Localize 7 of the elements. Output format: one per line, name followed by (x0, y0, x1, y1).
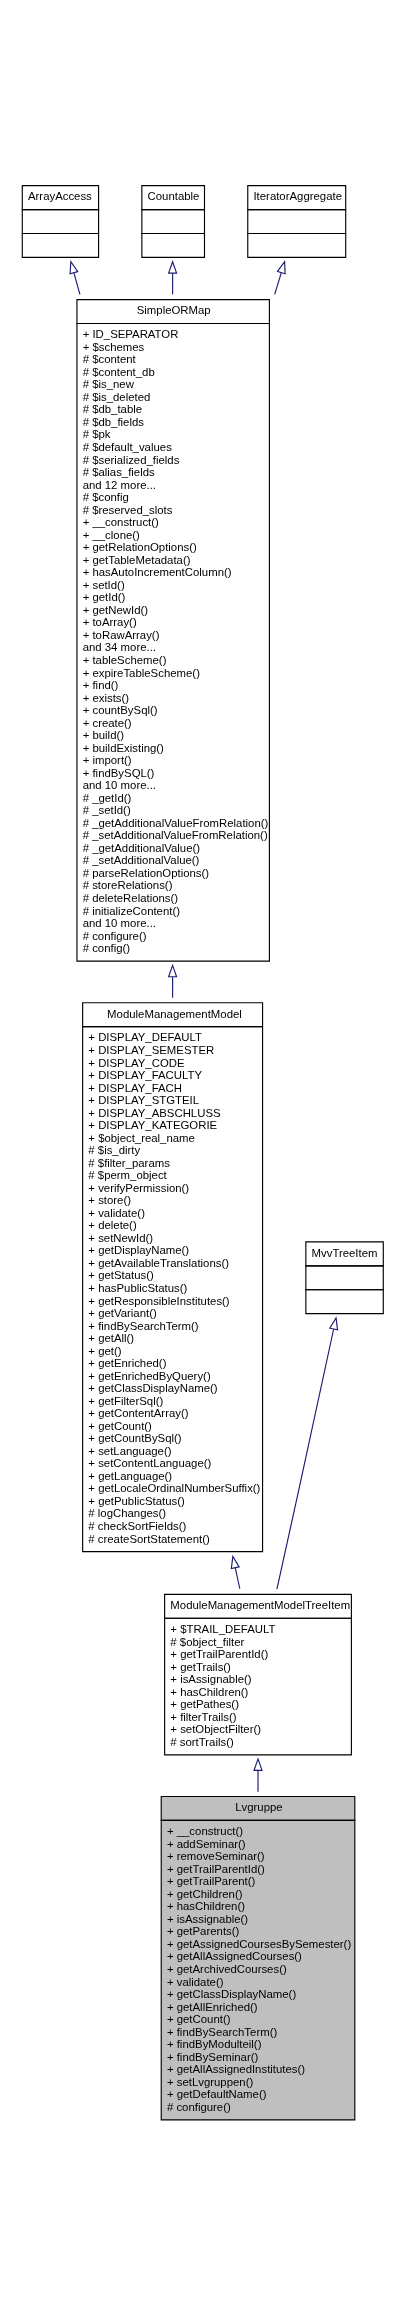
arrow (167, 963, 178, 999)
arrow (69, 260, 81, 295)
arrow (253, 1757, 263, 1793)
arrow (276, 1316, 339, 1590)
arrow (167, 260, 178, 295)
arrow (274, 260, 286, 295)
arrow (230, 1554, 241, 1590)
